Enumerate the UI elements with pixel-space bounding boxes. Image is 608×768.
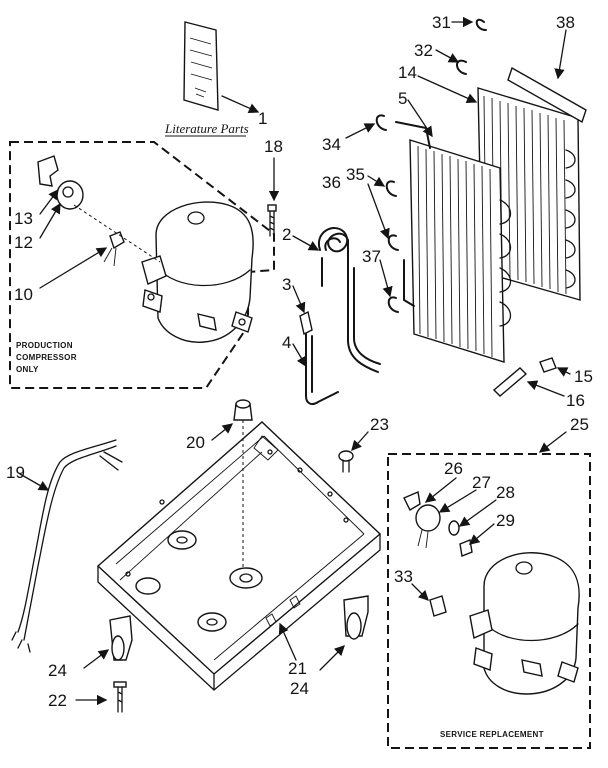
service-relay-parts <box>403 477 497 617</box>
callout-12: 12 <box>14 233 33 252</box>
callout-13: 13 <box>14 209 33 228</box>
production-compressor <box>141 201 254 343</box>
callout-32: 32 <box>414 41 433 60</box>
callout-10: 10 <box>14 285 33 304</box>
callout-21: 21 <box>288 659 307 678</box>
production-label-3: ONLY <box>16 365 39 374</box>
service-replacement-frame <box>387 453 591 749</box>
literature-booklet <box>183 21 260 114</box>
callout-31: 31 <box>432 13 451 32</box>
callout-19: 19 <box>6 463 25 482</box>
callout-2: 2 <box>282 225 291 244</box>
literature-parts-label: Literature Parts <box>164 121 249 136</box>
callout-38: 38 <box>556 13 575 32</box>
condenser <box>395 75 581 363</box>
callout-22: 22 <box>48 691 67 710</box>
wire-harness <box>11 439 123 653</box>
callout-36: 36 <box>322 173 341 192</box>
grommet-20 <box>211 399 253 570</box>
callout-23: 23 <box>370 415 389 434</box>
callout-33: 33 <box>394 567 413 586</box>
callout-24-left: 24 <box>48 661 67 680</box>
callout-20: 20 <box>186 433 205 452</box>
bar-38 <box>507 29 587 124</box>
callout-14: 14 <box>398 63 417 82</box>
screw-23 <box>338 431 369 473</box>
callout-34: 34 <box>322 135 341 154</box>
base-pan <box>96 421 382 691</box>
callout-37: 37 <box>362 247 381 266</box>
casters <box>75 595 369 713</box>
screw-rod <box>492 357 571 397</box>
callout-18: 18 <box>264 137 283 156</box>
tubing <box>292 227 381 405</box>
callout-16: 16 <box>566 391 585 410</box>
service-compressor <box>469 552 580 695</box>
callout-27: 27 <box>472 473 491 492</box>
screw-18 <box>267 157 280 237</box>
callout-15: 15 <box>574 367 593 386</box>
callout-26: 26 <box>444 459 463 478</box>
clips <box>345 16 487 313</box>
callout-25: 25 <box>570 415 589 434</box>
callout-35: 35 <box>346 165 365 184</box>
callout-4: 4 <box>282 333 291 352</box>
callout-29: 29 <box>496 511 515 530</box>
callout-1: 1 <box>258 109 267 128</box>
service-replacement-label: SERVICE REPLACEMENT <box>440 730 544 739</box>
callout-5: 5 <box>398 89 407 108</box>
production-label-2: COMPRESSOR <box>16 353 77 362</box>
callout-24-right: 24 <box>290 679 309 698</box>
callout-3: 3 <box>282 275 291 294</box>
production-label-1: PRODUCTION <box>16 341 73 350</box>
callout-28: 28 <box>496 483 515 502</box>
relay-parts <box>37 155 161 289</box>
